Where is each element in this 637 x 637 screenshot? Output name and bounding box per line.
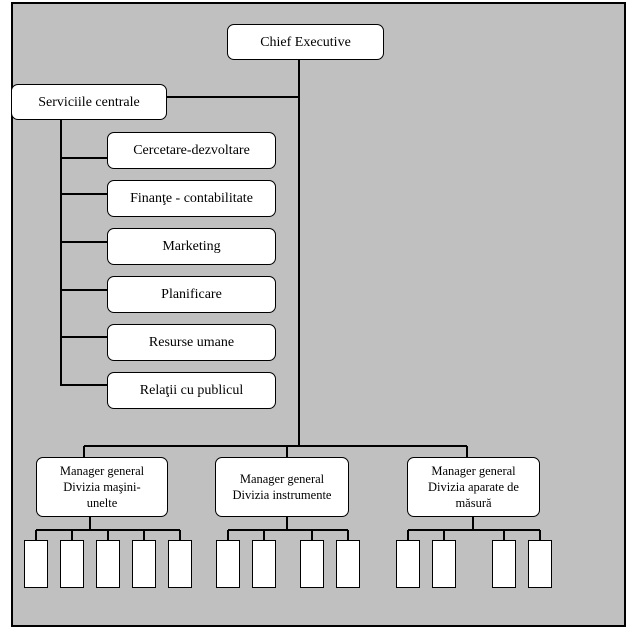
dept-label: Finanţe - contabilitate <box>130 191 253 206</box>
central-services-box: Serviciile centrale <box>11 84 167 120</box>
dept-box-hr: Resurse umane <box>107 324 276 361</box>
dept-box-finance: Finanţe - contabilitate <box>107 180 276 217</box>
sub-unit-box <box>24 540 48 588</box>
dept-box-pr: Relaţii cu publicul <box>107 372 276 409</box>
sub-unit-box <box>528 540 552 588</box>
dept-label: Cercetare-dezvoltare <box>133 143 250 158</box>
sub-unit-box <box>216 540 240 588</box>
manager-box-measuring: Manager general Divizia aparate de măsur… <box>407 457 540 517</box>
dept-box-planning: Planificare <box>107 276 276 313</box>
manager-label: Manager general Divizia aparate de măsur… <box>428 464 519 510</box>
manager-box-machine-tools: Manager general Divizia maşini- unelte <box>36 457 168 517</box>
ceo-box: Chief Executive <box>227 24 384 60</box>
manager-label: Manager general Divizia instrumente <box>232 472 332 502</box>
ceo-label: Chief Executive <box>260 34 351 50</box>
central-services-label: Serviciile centrale <box>38 94 140 110</box>
sub-unit-box <box>492 540 516 588</box>
dept-box-research: Cercetare-dezvoltare <box>107 132 276 169</box>
dept-label: Relaţii cu publicul <box>139 383 244 398</box>
sub-unit-box <box>132 540 156 588</box>
dept-label: Marketing <box>162 239 221 254</box>
manager-label: Manager general Divizia maşini- unelte <box>59 464 145 510</box>
dept-box-marketing: Marketing <box>107 228 276 265</box>
manager-box-instruments: Manager general Divizia instrumente <box>215 457 349 517</box>
sub-unit-box <box>396 540 420 588</box>
sub-unit-box <box>96 540 120 588</box>
dept-label: Resurse umane <box>148 335 235 350</box>
sub-unit-box <box>60 540 84 588</box>
sub-unit-box <box>336 540 360 588</box>
sub-unit-box <box>300 540 324 588</box>
sub-unit-box <box>168 540 192 588</box>
sub-unit-box <box>252 540 276 588</box>
dept-label: Planificare <box>161 287 222 302</box>
sub-unit-box <box>432 540 456 588</box>
